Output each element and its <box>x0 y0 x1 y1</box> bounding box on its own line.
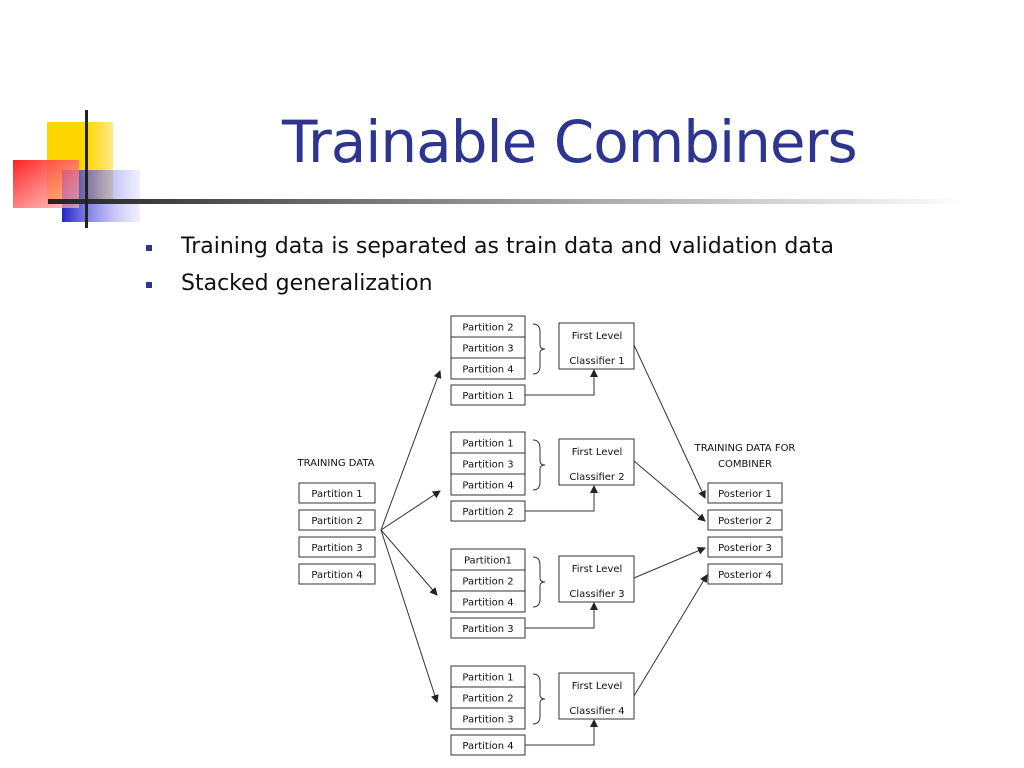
validation-to-classifier-arrow <box>525 719 598 746</box>
classifier-label-line1: First Level <box>572 564 623 575</box>
training-split-arrow <box>380 529 438 596</box>
classifier-to-posterior-arrow <box>633 547 706 579</box>
posterior-label: Posterior 4 <box>718 570 772 581</box>
training-split-arrow <box>380 529 439 703</box>
posterior-box <box>707 509 783 531</box>
classifier-box <box>558 672 635 720</box>
training-partition-box <box>298 536 376 558</box>
bullet-item: Stacked generalization <box>146 269 834 306</box>
train-partition-box <box>450 590 526 613</box>
train-partition-label: Partition 2 <box>462 577 513 588</box>
combiner-label-line1: TRAINING DATA FOR <box>694 443 796 454</box>
train-partition-label: Partition 1 <box>462 439 513 450</box>
validation-to-classifier-arrow <box>525 485 598 512</box>
classifier-label-line1: First Level <box>572 331 623 342</box>
bullet-text: Training data is separated as train data… <box>181 234 834 259</box>
training-partition-label: Partition 3 <box>311 543 362 554</box>
train-partition-label: Partition 3 <box>462 344 513 355</box>
train-partition-box <box>450 707 526 730</box>
training-partition-box <box>298 563 376 585</box>
classifier-to-posterior-arrow <box>633 574 708 697</box>
classifier-label-line2: Classifier 2 <box>569 472 624 483</box>
training-partition-box <box>298 482 376 504</box>
curly-brace-icon <box>532 323 546 375</box>
curly-brace-icon <box>532 556 546 608</box>
curly-brace-icon <box>532 673 546 725</box>
training-split-arrow <box>380 370 442 531</box>
training-partition-box <box>298 509 376 531</box>
posterior-box <box>707 482 783 504</box>
posterior-box <box>707 536 783 558</box>
classifier-box <box>558 555 635 603</box>
classifier-label-line1: First Level <box>572 447 623 458</box>
train-partition-label: Partition 4 <box>462 598 513 609</box>
classifier-label-line2: Classifier 3 <box>569 589 624 600</box>
validation-partition-label: Partition 3 <box>462 624 513 635</box>
posterior-label: Posterior 1 <box>718 489 772 500</box>
bullet-item: Training data is separated as train data… <box>146 232 834 269</box>
train-partition-label: Partition1 <box>464 556 512 567</box>
classifier-label-line2: Classifier 4 <box>569 706 624 717</box>
train-partition-label: Partition 1 <box>462 673 513 684</box>
train-partition-label: Partition 4 <box>462 365 513 376</box>
training-partition-label: Partition 2 <box>311 516 362 527</box>
training-data-label: TRAINING DATA <box>296 458 374 469</box>
validation-to-classifier-arrow <box>525 602 598 629</box>
training-partition-label: Partition 1 <box>311 489 362 500</box>
training-partition-label: Partition 4 <box>311 570 362 581</box>
train-partition-box <box>450 473 526 496</box>
validation-to-classifier-arrow <box>525 369 598 396</box>
bullet-list: Training data is separated as train data… <box>146 232 834 306</box>
train-partition-label: Partition 4 <box>462 481 513 492</box>
validation-partition-label: Partition 2 <box>462 507 513 518</box>
slide-title: Trainable Combiners <box>282 108 858 176</box>
combiner-label-line2: COMBINER <box>718 459 772 470</box>
curly-brace-icon <box>532 439 546 491</box>
classifier-label-line2: Classifier 1 <box>569 356 624 367</box>
vertical-rule <box>85 110 88 228</box>
train-partition-label: Partition 2 <box>462 323 513 334</box>
horizontal-rule <box>48 199 968 204</box>
validation-partition-label: Partition 1 <box>462 391 513 402</box>
bullet-square-icon <box>146 245 152 251</box>
train-partition-label: Partition 2 <box>462 694 513 705</box>
train-partition-box <box>450 357 526 380</box>
classifier-to-posterior-arrow <box>633 460 706 522</box>
posterior-box <box>707 563 783 585</box>
posterior-label: Posterior 2 <box>718 516 772 527</box>
training-split-arrow <box>380 490 441 531</box>
train-partition-label: Partition 3 <box>462 460 513 471</box>
classifier-label-line1: First Level <box>572 681 623 692</box>
bullet-square-icon <box>146 282 152 288</box>
corner-decoration <box>13 110 968 228</box>
bullet-text: Stacked generalization <box>181 271 433 296</box>
validation-partition-label: Partition 4 <box>462 741 513 752</box>
train-partition-label: Partition 3 <box>462 715 513 726</box>
posterior-label: Posterior 3 <box>718 543 772 554</box>
classifier-to-posterior-arrow <box>633 344 706 499</box>
